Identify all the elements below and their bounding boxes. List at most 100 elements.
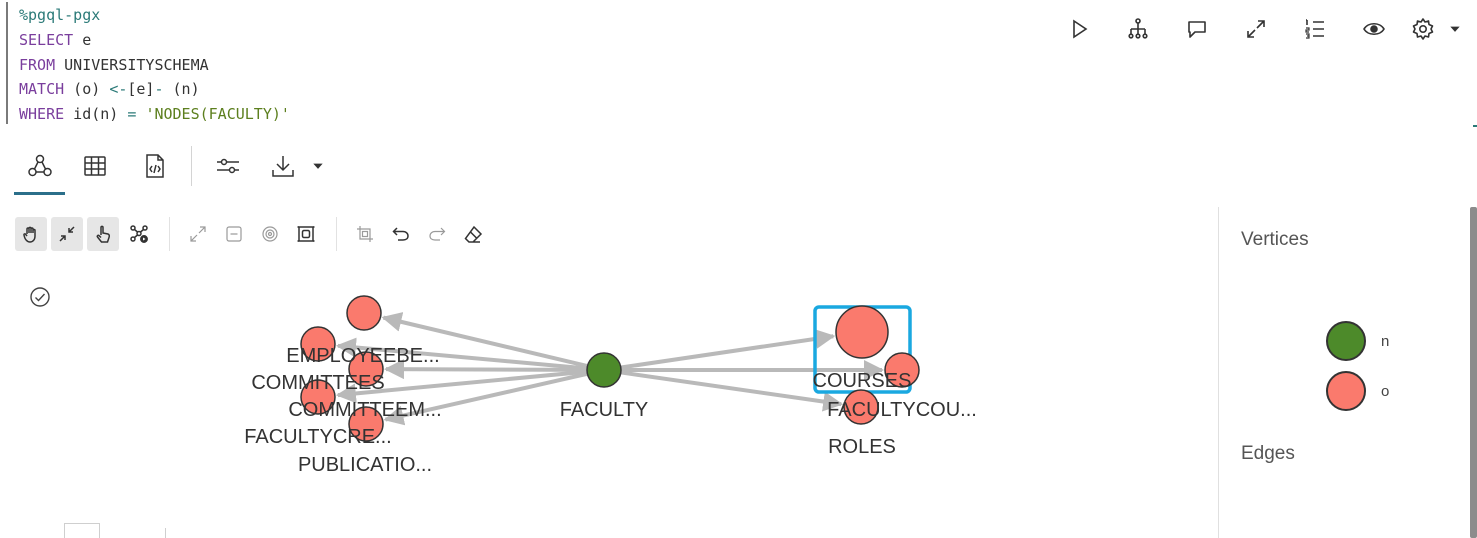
graph-expand-icon — [130, 225, 148, 243]
graph-edge[interactable] — [383, 359, 588, 380]
vertex-o[interactable] — [346, 295, 382, 331]
graph-labels: EMPLOYEEBE...COMMITTEESCOMMITTEEM...FACU… — [244, 345, 977, 476]
vertex-o[interactable] — [300, 379, 336, 415]
vertex-o[interactable] — [835, 305, 889, 359]
graph-edge[interactable] — [381, 312, 588, 369]
code-token: - — [154, 80, 164, 99]
paragraph-footer-divider — [165, 528, 166, 538]
vertex-n[interactable] — [586, 352, 622, 388]
paragraph-footer-box — [64, 523, 100, 538]
legend-item-label: n — [1381, 332, 1390, 350]
vertex-o[interactable] — [300, 326, 336, 362]
frame-button[interactable] — [290, 217, 322, 251]
focus-button[interactable] — [254, 217, 286, 251]
expand-graph-button[interactable] — [123, 217, 155, 251]
fit-button[interactable] — [182, 217, 214, 251]
check-circle-icon[interactable] — [29, 286, 51, 308]
undo-icon — [392, 227, 409, 241]
hand-pan-icon — [23, 226, 36, 243]
code-line: FROM UNIVERSITYSCHEMA — [19, 53, 290, 78]
run-button[interactable] — [1049, 12, 1108, 46]
graph-edge[interactable] — [335, 337, 588, 371]
crop-button[interactable] — [349, 217, 381, 251]
toolbar-separator — [169, 217, 170, 251]
tab-graph-view[interactable] — [14, 144, 65, 195]
download-icon — [272, 156, 294, 177]
pointer-select-icon — [96, 225, 111, 243]
comment-button[interactable] — [1167, 12, 1226, 46]
collapse-icon — [59, 226, 75, 242]
code-line: %pgql-pgx — [19, 3, 290, 28]
run-icon — [1072, 19, 1087, 39]
code-line: MATCH (o) <-[e]- (n) — [19, 77, 290, 102]
pan-mode-button[interactable] — [15, 217, 47, 251]
select-mode-button[interactable] — [87, 217, 119, 251]
paragraph-edge-marker — [1473, 125, 1477, 127]
legend-edges-title: Edges — [1241, 443, 1295, 464]
graph-edge[interactable] — [335, 369, 588, 404]
graph-nodes — [300, 295, 920, 442]
visibility-button[interactable] — [1344, 12, 1403, 46]
code-view-icon — [146, 154, 164, 178]
code-token: <- — [109, 80, 128, 99]
minus-icon — [226, 226, 242, 242]
redo-icon — [429, 227, 446, 241]
settings-icon — [1412, 18, 1434, 40]
fit-icon — [190, 226, 206, 242]
collapse-button[interactable] — [51, 217, 83, 251]
download-dropdown-button[interactable] — [308, 144, 328, 188]
redo-button[interactable] — [421, 217, 453, 251]
code-token: MATCH — [19, 80, 65, 99]
frame-icon — [297, 226, 315, 242]
table-view-icon — [84, 156, 106, 176]
download-button[interactable] — [258, 144, 308, 188]
minimize-button[interactable] — [218, 217, 250, 251]
vertex-label: EMPLOYEEBE... — [286, 345, 439, 367]
focus-icon — [262, 226, 278, 242]
vertex-o[interactable] — [843, 389, 879, 425]
vertex-label: FACULTY — [560, 399, 649, 421]
legend-scrollbar[interactable] — [1470, 207, 1477, 538]
expand-icon — [1246, 20, 1265, 38]
vertex-o[interactable] — [348, 406, 384, 442]
vertex-label: FACULTYCRE... — [244, 426, 391, 448]
settings-dropdown-button[interactable] — [1443, 12, 1467, 46]
settings-button[interactable] — [1403, 12, 1443, 46]
code-token: (n) — [163, 80, 200, 99]
numbered-list-button[interactable] — [1285, 12, 1344, 46]
vertex-label: COMMITTEEM... — [288, 399, 441, 421]
legend-item-n[interactable]: n — [1326, 321, 1389, 361]
graph-edge[interactable] — [383, 371, 588, 426]
vertex-o[interactable] — [348, 351, 384, 387]
tab-code-view[interactable] — [125, 144, 185, 188]
undo-button[interactable] — [385, 217, 417, 251]
code-token: [e] — [127, 80, 155, 99]
code-token: e — [73, 30, 92, 49]
code-line: SELECT e — [19, 28, 290, 53]
caret-down-icon — [313, 163, 323, 169]
result-view-tabs — [14, 144, 328, 196]
vertex-label: COURSES — [813, 370, 912, 392]
expand-button[interactable] — [1226, 12, 1285, 46]
tab-separator — [191, 146, 192, 186]
graph-edge[interactable] — [620, 328, 836, 370]
graph-edges — [335, 312, 884, 426]
adjust-settings-icon — [217, 158, 239, 174]
caret-down-icon — [1450, 26, 1460, 32]
legend-item-o[interactable]: o — [1326, 371, 1389, 411]
crop-icon — [357, 226, 373, 242]
legend-swatch — [1326, 321, 1366, 361]
code-token: %pgql-pgx — [19, 6, 101, 24]
graph-canvas[interactable]: EMPLOYEEBE...COMMITTEESCOMMITTEEM...FACU… — [0, 260, 1215, 538]
tab-table-view[interactable] — [65, 144, 125, 188]
clear-button[interactable] — [457, 217, 489, 251]
adjust-settings-button[interactable] — [198, 144, 258, 188]
paragraph-toolbar — [1049, 12, 1467, 46]
vertex-label: PUBLICATIO... — [298, 454, 432, 476]
vertex-o[interactable] — [884, 352, 920, 388]
code-token: (o) — [64, 80, 110, 99]
hierarchy-button[interactable] — [1108, 12, 1167, 46]
graph-edge[interactable] — [620, 370, 844, 412]
